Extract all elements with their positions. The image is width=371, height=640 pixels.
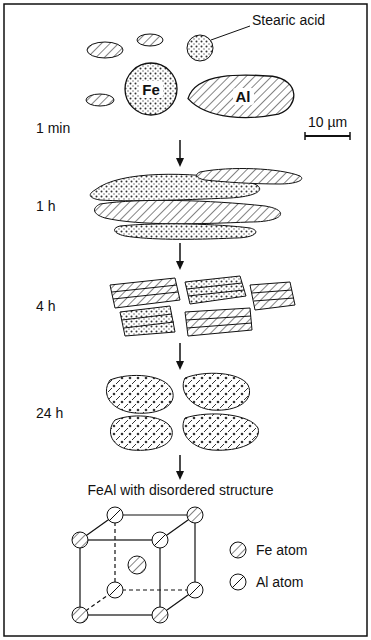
time-label: 4 h: [36, 298, 55, 315]
lamellar-particles: [110, 276, 295, 336]
legend-sample: [228, 572, 248, 592]
leader-line: [211, 26, 250, 40]
legend-sample: [228, 540, 248, 560]
stage-arrow: [179, 243, 181, 266]
alloyed-particles: [106, 373, 258, 450]
legend-text: Al atom: [256, 574, 303, 590]
al-particle: Al: [184, 70, 302, 122]
flattened-al: [95, 200, 281, 223]
flattened-al: [197, 169, 302, 184]
scale-bar: [349, 132, 351, 140]
scale-label: 10 µm: [308, 114, 347, 131]
al-particle: [137, 34, 163, 46]
legend-row: Fe atom: [228, 540, 307, 560]
al-particle: [86, 94, 114, 106]
bcc-cube: [80, 515, 195, 615]
atoms: [72, 507, 203, 623]
scale-bar: [305, 135, 350, 137]
legend-text: Fe atom: [256, 542, 307, 558]
fe-particle: Fe: [124, 62, 178, 116]
legend-row: Al atom: [228, 572, 303, 592]
stage-arrow: [179, 140, 181, 163]
al-particle: [87, 42, 123, 58]
frame: [4, 4, 367, 636]
particle-label: Al: [233, 88, 254, 105]
callout-label: Stearic acid: [252, 12, 325, 29]
stage-arrow: [179, 455, 181, 476]
time-label: 1 h: [36, 198, 55, 215]
stage-arrow: [179, 343, 181, 366]
stearic-acid-particle: [187, 35, 213, 61]
particle-label: Fe: [139, 81, 163, 98]
time-label: 1 min: [36, 120, 70, 137]
flattened-fe: [115, 224, 256, 239]
scale-bar: [304, 132, 306, 140]
time-label: 24 h: [36, 405, 63, 422]
structure-caption: FeAl with disordered structure: [0, 482, 366, 499]
